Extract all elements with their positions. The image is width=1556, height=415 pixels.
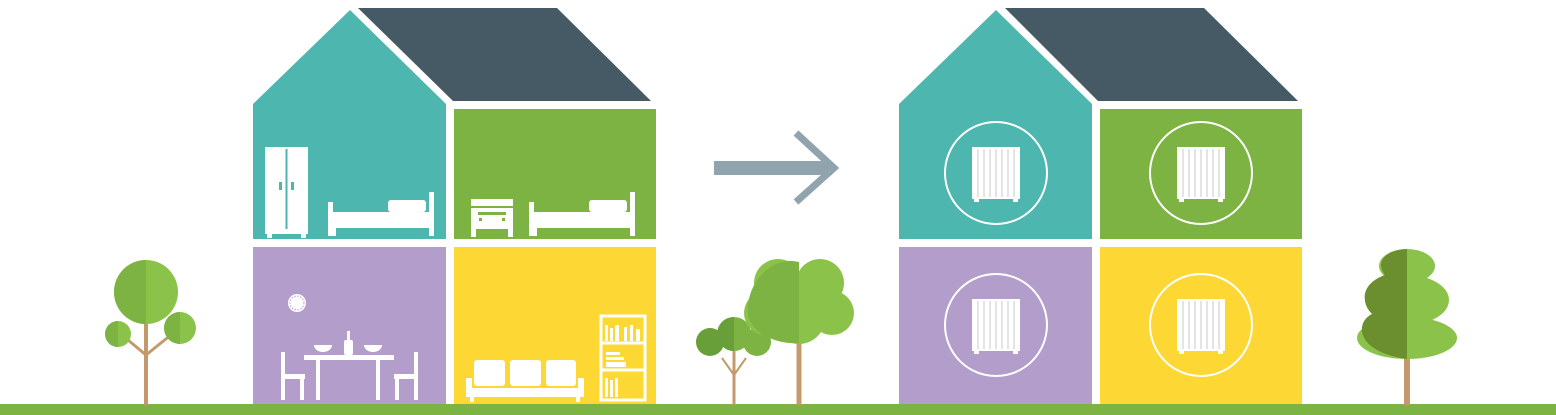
- tree-icon: [744, 259, 854, 405]
- clock-icon: [288, 294, 306, 312]
- left-house: [253, 8, 656, 404]
- wardrobe-icon: [265, 147, 308, 238]
- right-house-roof-dark: [1005, 8, 1298, 101]
- bookshelf-icon: [599, 314, 647, 402]
- radiator-icon: [944, 121, 1048, 225]
- radiator-icon: [1149, 121, 1253, 225]
- ground-strip: [0, 404, 1556, 415]
- arrow-right-icon: [714, 130, 840, 205]
- sofa-icon: [466, 360, 584, 402]
- radiator-icon: [944, 273, 1048, 377]
- tree-icon: [1357, 249, 1457, 405]
- dresser-icon: [471, 199, 513, 237]
- right-house-gable-teal: [899, 10, 1092, 239]
- tree-icon: [105, 260, 196, 405]
- radiator-icon: [1149, 273, 1253, 377]
- chair-icon: [281, 352, 418, 400]
- right-house: [899, 8, 1302, 404]
- left-house-roof-dark: [358, 8, 651, 101]
- dining-table-icon: [304, 331, 394, 400]
